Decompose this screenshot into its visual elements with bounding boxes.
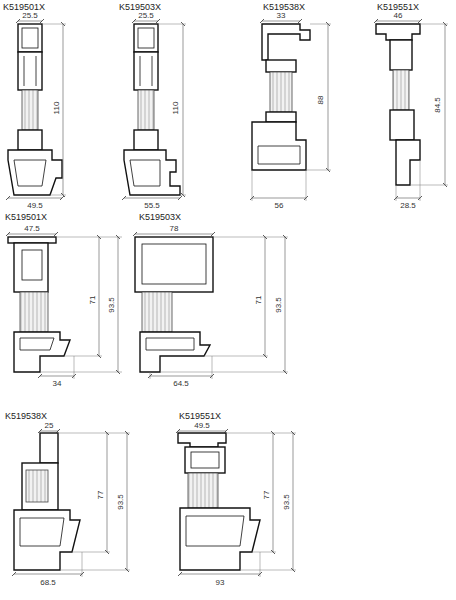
dimension-label: 71: [254, 295, 263, 306]
dimension-label: 93.5: [274, 296, 283, 314]
profile-code: K519503X: [138, 212, 182, 222]
dimension-label: 110: [171, 101, 180, 116]
dimension-label: 93.5: [282, 493, 291, 511]
dimension-label: 64.5: [172, 379, 190, 388]
dimension-label: 25.5: [137, 11, 155, 20]
dimension-label: 77: [262, 490, 271, 501]
profile-section: [376, 21, 448, 201]
profile-section: [14, 431, 130, 577]
dimension-label: 28.5: [399, 201, 417, 210]
dimension-label: 71: [88, 295, 97, 306]
dimension-label: 33: [276, 11, 287, 20]
dimension-label: 68.5: [39, 578, 57, 587]
dimension-label: 25.5: [21, 11, 39, 20]
profile-section: [124, 21, 186, 198]
dimension-label: 56: [274, 201, 285, 210]
dimension-label: 55.5: [143, 201, 161, 210]
dimension-label: 47.5: [23, 224, 41, 233]
profile-code: K519551X: [178, 411, 222, 421]
profile-section: [8, 234, 122, 379]
dimension-label: 88: [316, 95, 325, 106]
dimension-label: 34: [52, 379, 63, 388]
dimension-label: 93: [215, 578, 226, 587]
dimension-label: 84.5: [433, 96, 442, 114]
dimension-label: 25: [44, 421, 55, 430]
profile-section: [178, 431, 296, 577]
profile-section: [252, 21, 331, 201]
dimension-label: 46: [393, 11, 404, 20]
profile-code: K519538X: [4, 411, 48, 421]
dimension-label: 93.5: [116, 493, 125, 511]
dimension-label: 49.5: [26, 201, 44, 210]
profile-section: [8, 21, 66, 198]
dimension-label: 78: [169, 224, 180, 233]
dimension-label: 49.5: [193, 421, 211, 430]
profile-code: K519501X: [4, 212, 48, 222]
dimension-label: 93.5: [107, 296, 116, 314]
dimension-label: 77: [96, 490, 105, 501]
profile-section: [135, 234, 288, 379]
dimension-label: 110: [52, 101, 61, 116]
